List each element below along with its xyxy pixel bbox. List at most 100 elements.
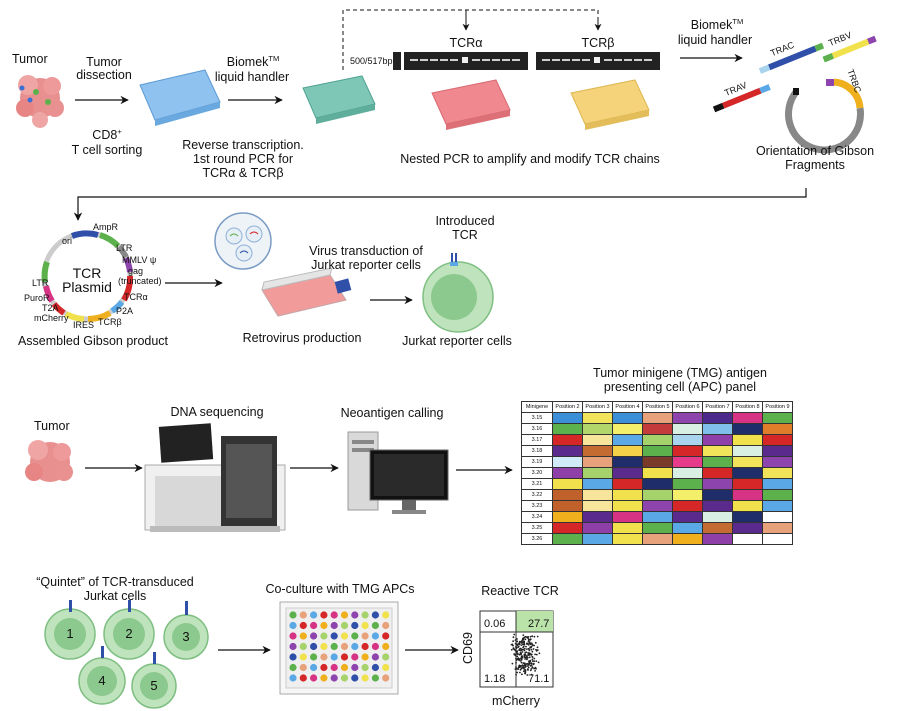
flow-event — [525, 645, 527, 648]
plate-well — [320, 611, 328, 619]
plate-well — [299, 611, 307, 619]
flow-event — [531, 656, 534, 658]
flow-event — [526, 668, 529, 671]
tmg-cell — [642, 511, 673, 523]
plate-well — [299, 621, 307, 630]
flow-event — [519, 660, 522, 662]
label-quintet-2: Jurkat cells — [83, 589, 147, 603]
flow-event — [524, 658, 526, 660]
flow-event — [534, 641, 537, 644]
flow-event — [524, 672, 526, 674]
tmg-cell — [642, 456, 673, 468]
tumor-illustration-2 — [25, 440, 73, 482]
tmg-cell — [612, 478, 643, 490]
label-dna-seq: DNA sequencing — [170, 405, 264, 419]
plate-well — [289, 611, 297, 619]
flow-event — [522, 665, 525, 667]
tmg-row-label: 3.17 — [521, 434, 553, 446]
plate-well — [382, 663, 390, 672]
plasmid-label-ltr1: LTR — [116, 243, 133, 253]
tmg-row-label: 3.21 — [521, 478, 553, 490]
plate-well — [340, 663, 349, 672]
plate-well — [320, 621, 328, 630]
tmg-cell — [762, 434, 793, 446]
label-quintet-1: “Quintet” of TCR-transduced — [36, 575, 194, 589]
flow-event — [520, 644, 523, 646]
plasmid-label-ltr2: LTR — [32, 278, 49, 288]
plate-well — [310, 653, 318, 661]
tmg-cell — [762, 533, 793, 545]
plate-well — [320, 674, 328, 682]
tmg-cell — [552, 434, 583, 446]
plasmid-label-mcherry: mCherry — [34, 313, 69, 323]
flow-event — [512, 647, 515, 650]
plate-well — [289, 642, 297, 651]
flow-event — [523, 649, 526, 652]
flow-event — [518, 641, 521, 644]
flow-event — [514, 649, 517, 652]
plasmid-map — [41, 230, 134, 323]
flow-event — [518, 649, 521, 652]
quintet-cells — [44, 600, 209, 709]
plate-well — [310, 632, 318, 640]
tmg-cell — [732, 500, 763, 512]
plate-well — [289, 663, 297, 672]
tmg-cell — [582, 478, 613, 490]
flow-event — [515, 653, 517, 655]
plate-well — [351, 621, 359, 630]
flow-event — [515, 661, 517, 664]
flow-event — [520, 649, 522, 652]
tmg-cell — [672, 456, 703, 468]
tmg-cell — [582, 511, 613, 523]
flow-event — [526, 648, 528, 650]
plate-well — [371, 653, 379, 661]
tmg-header-8: Position 9 — [762, 401, 793, 413]
tmg-cell — [672, 412, 703, 424]
flow-event — [530, 662, 533, 665]
tmg-cell — [642, 522, 673, 534]
plate-well — [340, 611, 349, 619]
flow-event — [521, 639, 524, 641]
tmg-cell — [702, 533, 733, 545]
flow-q-ul: 0.06 — [484, 618, 506, 630]
label-tmg-title-1: Tumor minigene (TMG) antigen — [593, 366, 767, 380]
tmg-cell — [642, 434, 673, 446]
tmg-cell — [612, 489, 643, 501]
plasmid-label-tcrb: TCRβ — [98, 317, 122, 327]
tmg-cell — [672, 445, 703, 457]
flow-event — [520, 661, 523, 664]
flow-event — [525, 656, 528, 659]
flow-event — [512, 636, 515, 639]
flow-event — [529, 659, 532, 662]
plate-well — [361, 632, 369, 640]
plasmid-label-tcra: TCRα — [124, 292, 148, 302]
tmg-cell — [732, 533, 763, 545]
plate-well — [299, 632, 307, 640]
tmg-cell — [702, 522, 733, 534]
tmg-row: 3.23 — [521, 500, 793, 512]
flow-event — [516, 640, 519, 643]
flow-event — [531, 660, 534, 662]
tmg-cell — [732, 456, 763, 468]
tmg-cell — [582, 456, 613, 468]
flow-event — [520, 656, 523, 658]
flow-q-ur: 27.7 — [528, 618, 550, 630]
tmg-row: 3.17 — [521, 434, 793, 446]
plate-well — [310, 663, 318, 672]
plate-well — [361, 653, 369, 661]
tmg-cell — [582, 434, 613, 446]
plate-well — [310, 642, 318, 651]
plate-well — [351, 611, 359, 619]
tmg-cell — [582, 500, 613, 512]
tmg-cell — [672, 533, 703, 545]
flow-event — [512, 640, 514, 643]
tmg-cell — [762, 511, 793, 523]
plate-well — [340, 653, 349, 661]
flow-event — [527, 638, 530, 641]
tmg-cell — [582, 445, 613, 457]
tmg-cell — [642, 489, 673, 501]
flow-event — [531, 658, 534, 661]
tmg-cell — [672, 489, 703, 501]
tmg-cell — [552, 489, 583, 501]
flow-event — [515, 657, 517, 660]
